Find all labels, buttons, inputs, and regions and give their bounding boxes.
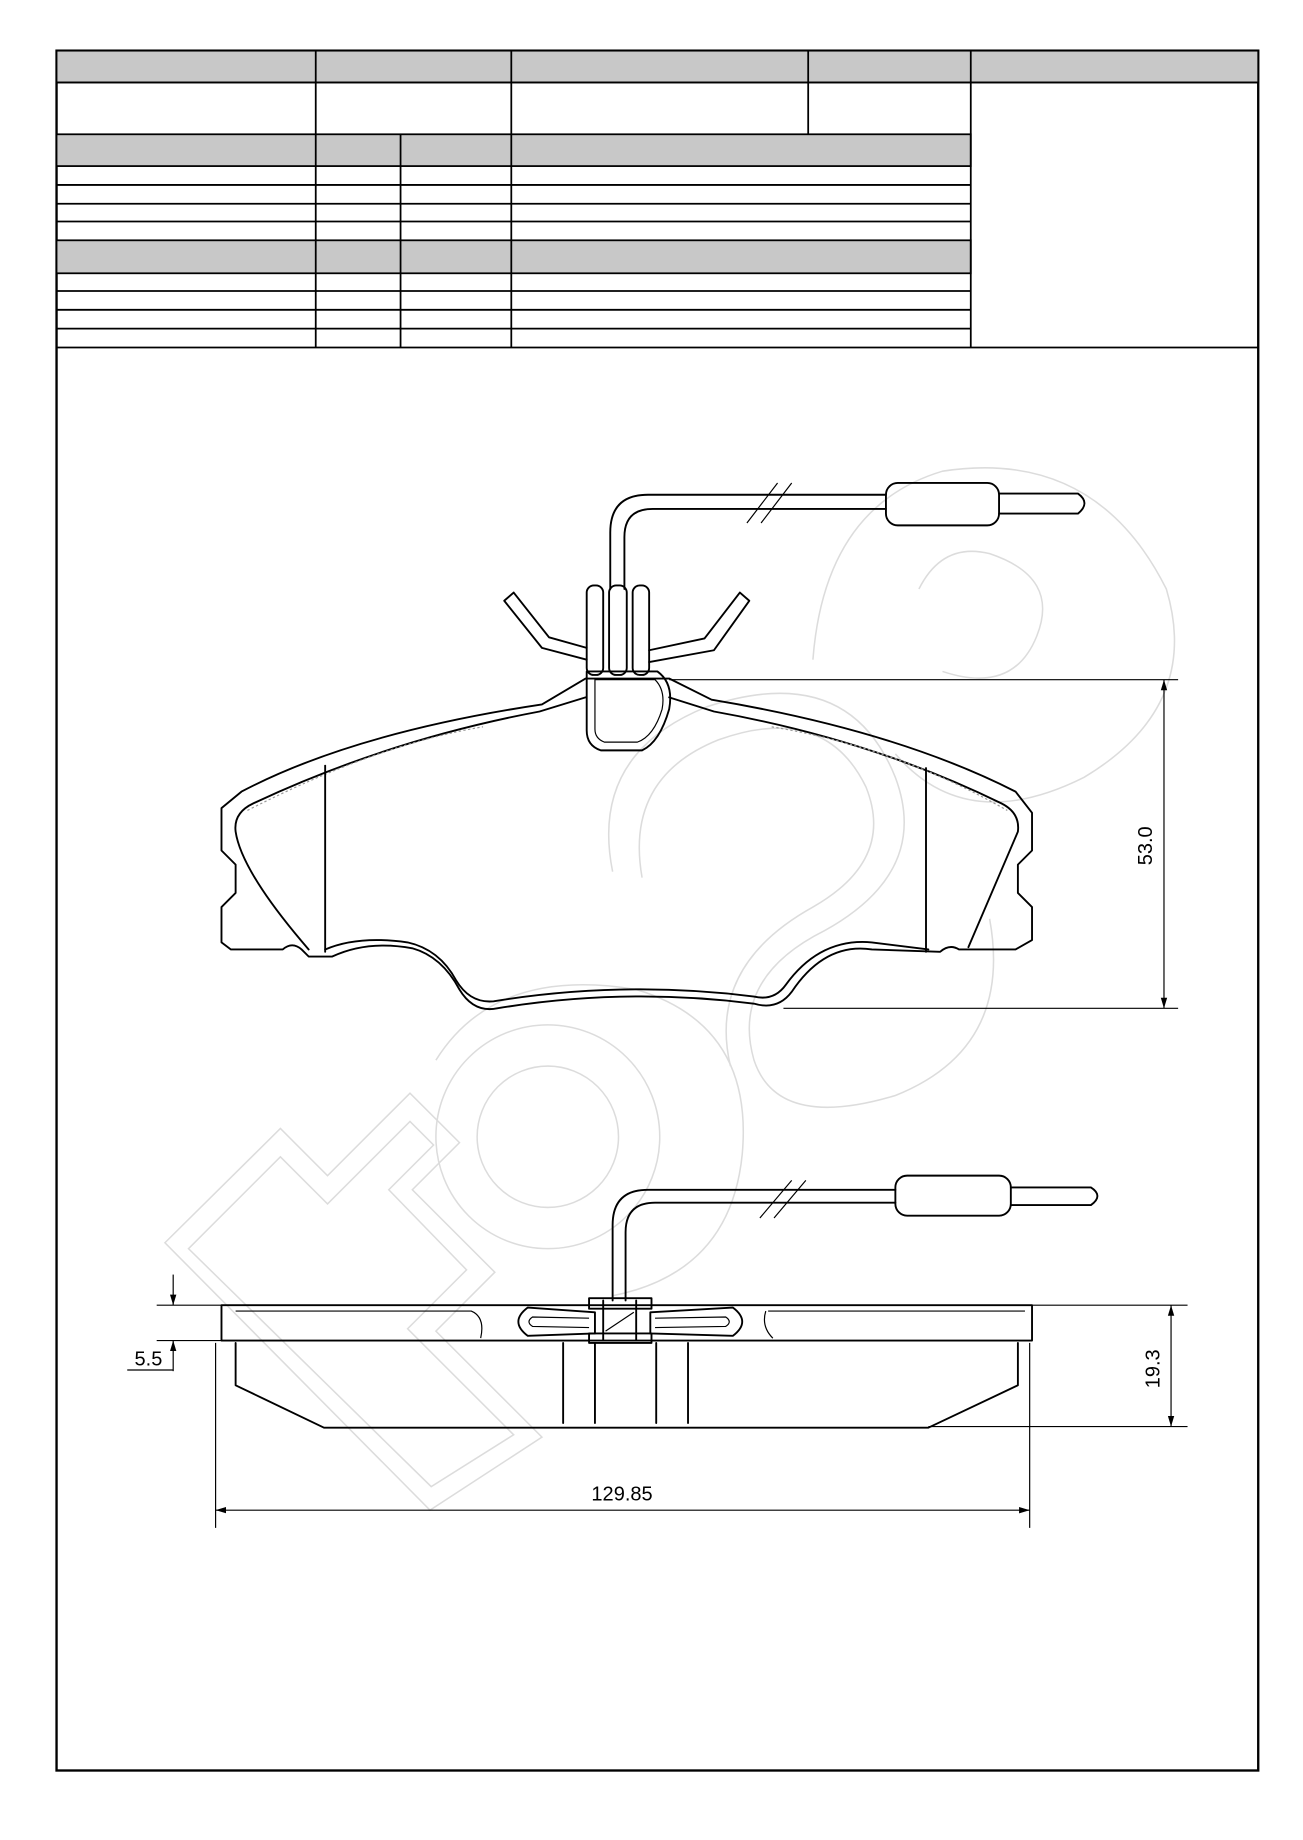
side-wire-break-mark (759, 1179, 807, 1219)
table-section-header-1 (55, 133, 972, 167)
sensor-tab-right (631, 584, 651, 676)
side-backing-plate (220, 1304, 1033, 1342)
sensor-tab-middle (608, 584, 628, 676)
sensor-tab-left (585, 584, 605, 676)
sensor-body (585, 670, 672, 752)
wear-limit-line (247, 726, 1008, 811)
table-header-row (55, 49, 1260, 84)
brake-pad-top-view: 53.0 (220, 482, 1179, 1011)
side-connector-pin (1009, 1186, 1099, 1207)
wear-sensor-top (503, 482, 1086, 752)
connector-pin (998, 492, 1086, 515)
sensor-body-inner (594, 679, 664, 743)
sheet-border (55, 49, 1260, 1772)
side-friction-material (234, 1341, 1019, 1429)
side-plate-inner-edge (235, 1310, 1025, 1339)
dimension-pad-height: 53.0 (669, 679, 1179, 1009)
dimension-label-129-85: 129.85 (591, 1484, 652, 1506)
sensor-clip-arm-right (648, 591, 751, 663)
title-block-table (55, 49, 1260, 1772)
friction-material-outline (234, 696, 1020, 1003)
watermark-logo (163, 467, 1176, 1512)
side-sensor-wire (611, 1188, 897, 1302)
sensor-clip-arm-left (503, 591, 588, 661)
side-sensor-clip (517, 1297, 744, 1344)
dimension-label-19-3: 19.3 (1142, 1349, 1164, 1388)
wire-break-mark (746, 482, 793, 524)
dimension-pad-width: 129.85 (215, 1342, 1031, 1528)
backing-plate-outline (220, 677, 1033, 1011)
table-grid-lines (56, 50, 1259, 349)
brake-pad-side-view: 5.5 19.3 129.85 (127, 1174, 1188, 1528)
dimension-label-5-5: 5.5 (135, 1348, 163, 1370)
dimension-plate-thickness: 5.5 (127, 1274, 222, 1372)
sensor-wire (609, 493, 887, 590)
table-section-header-2 (55, 239, 972, 275)
dimension-total-thickness: 19.3 (928, 1304, 1188, 1428)
dimension-label-53: 53.0 (1135, 826, 1157, 865)
side-sensor-connector (894, 1174, 1012, 1217)
sensor-connector (885, 482, 1000, 527)
side-chamfer-lines (562, 1341, 689, 1424)
